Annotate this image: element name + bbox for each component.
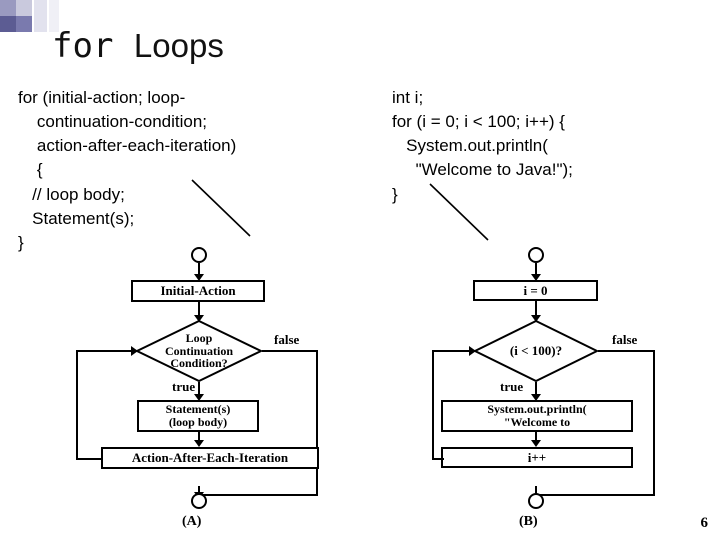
flowchart-b-line-start [535, 263, 537, 277]
flowchart-a-start-terminal [191, 247, 207, 263]
flowchart-a-false-line [262, 350, 317, 352]
flowchart-a-arrow-to-action [194, 440, 204, 447]
flowchart-b-caption: (B) [519, 514, 538, 529]
deco-square-4 [16, 16, 32, 32]
deco-square-6 [49, 0, 59, 32]
flowchart-b-loopback-h1 [432, 458, 444, 460]
flowchart-a-false-to-end [200, 494, 318, 496]
flowchart-a-line-to-action [198, 432, 200, 442]
deco-square-5 [34, 0, 47, 32]
flowchart-b-end-terminal [528, 493, 544, 509]
flowchart-b-start-terminal [528, 247, 544, 263]
flowchart-b-initial-action: i = 0 [473, 280, 598, 301]
flowchart-b-false-down [653, 350, 655, 495]
flowchart-b-statement: System.out.println( "Welcome to [441, 400, 633, 432]
flowchart-a-end-stub [198, 486, 200, 496]
code-block-example: int i; for (i = 0; i < 100; i++) { Syste… [392, 88, 573, 204]
flowchart-b-arrow-to-condition [531, 315, 541, 322]
flowchart-a-action-after: Action-After-Each-Iteration [101, 447, 319, 469]
flowchart-b-action-after: i++ [441, 447, 633, 468]
flowchart-a-true-label: true [172, 379, 196, 394]
page-number: 6 [700, 515, 709, 531]
flowchart-b-line-to-condition [535, 301, 537, 318]
flowchart-a-loopback-h2 [76, 350, 138, 352]
flowchart-a-condition: Loop Continuation Condition? [136, 320, 262, 382]
deco-square-2 [16, 0, 32, 16]
flowchart-a-loopback-v [76, 351, 78, 459]
flowchart-a-true-line [198, 382, 200, 398]
flowchart-b-loopback-arrow [469, 346, 476, 356]
flowchart-a-arrow-true [194, 394, 204, 401]
flowchart-a-false-label: false [274, 332, 300, 347]
flowchart-b-line-to-action [535, 432, 537, 442]
flowchart-b-true-label: true [500, 379, 524, 394]
flowchart-a-line-start [198, 263, 200, 277]
page-title: for Loops [52, 26, 224, 66]
page-title-keyword: for [52, 26, 114, 66]
flowchart-a-loopback-arrow [131, 346, 138, 356]
flowchart-b-false-label: false [612, 332, 638, 347]
flowchart-a-arrow-start [194, 274, 204, 281]
flowchart-a-false-down [316, 350, 318, 495]
deco-square-3 [0, 16, 16, 32]
flowchart-b-arrow-true [531, 394, 541, 401]
flowchart-a-end-terminal [191, 493, 207, 509]
flowchart-a-caption: (A) [182, 514, 202, 529]
flowchart-b-arrow-start [531, 274, 541, 281]
code-block-generic: for (initial-action; loop- continuation-… [18, 88, 237, 252]
flowchart-b-loopback-v [432, 351, 434, 459]
flowchart-b-end-stub [535, 486, 537, 496]
flowchart-b-false-to-end [537, 494, 655, 496]
flowchart-a-line-to-condition [198, 302, 200, 318]
flowchart-b-condition-text: (i < 100)? [509, 343, 563, 359]
flowchart-b-condition: (i < 100)? [474, 320, 598, 382]
flowchart-a-condition-text: Loop Continuation Condition? [164, 331, 234, 371]
flowchart-a-arrow-to-condition [194, 315, 204, 322]
flowchart-a-loopback-h1 [76, 458, 103, 460]
decorative-slash-right [429, 183, 489, 241]
header-decoration [0, 0, 100, 34]
flowchart-b-condition-shape [474, 320, 598, 382]
flowchart-b-arrow-to-action [531, 440, 541, 447]
flowchart-a-condition-shape [136, 320, 262, 382]
deco-square-1 [0, 0, 16, 16]
flowchart-b-false-line [598, 350, 654, 352]
decorative-slash-left [191, 179, 251, 237]
flowchart-b-true-line [535, 382, 537, 398]
flowchart-a-initial-action: Initial-Action [131, 280, 265, 302]
page-title-word: Loops [133, 27, 224, 64]
flowchart-a-statement: Statement(s) (loop body) [137, 400, 259, 432]
flowchart-b-loopback-h2 [432, 350, 476, 352]
